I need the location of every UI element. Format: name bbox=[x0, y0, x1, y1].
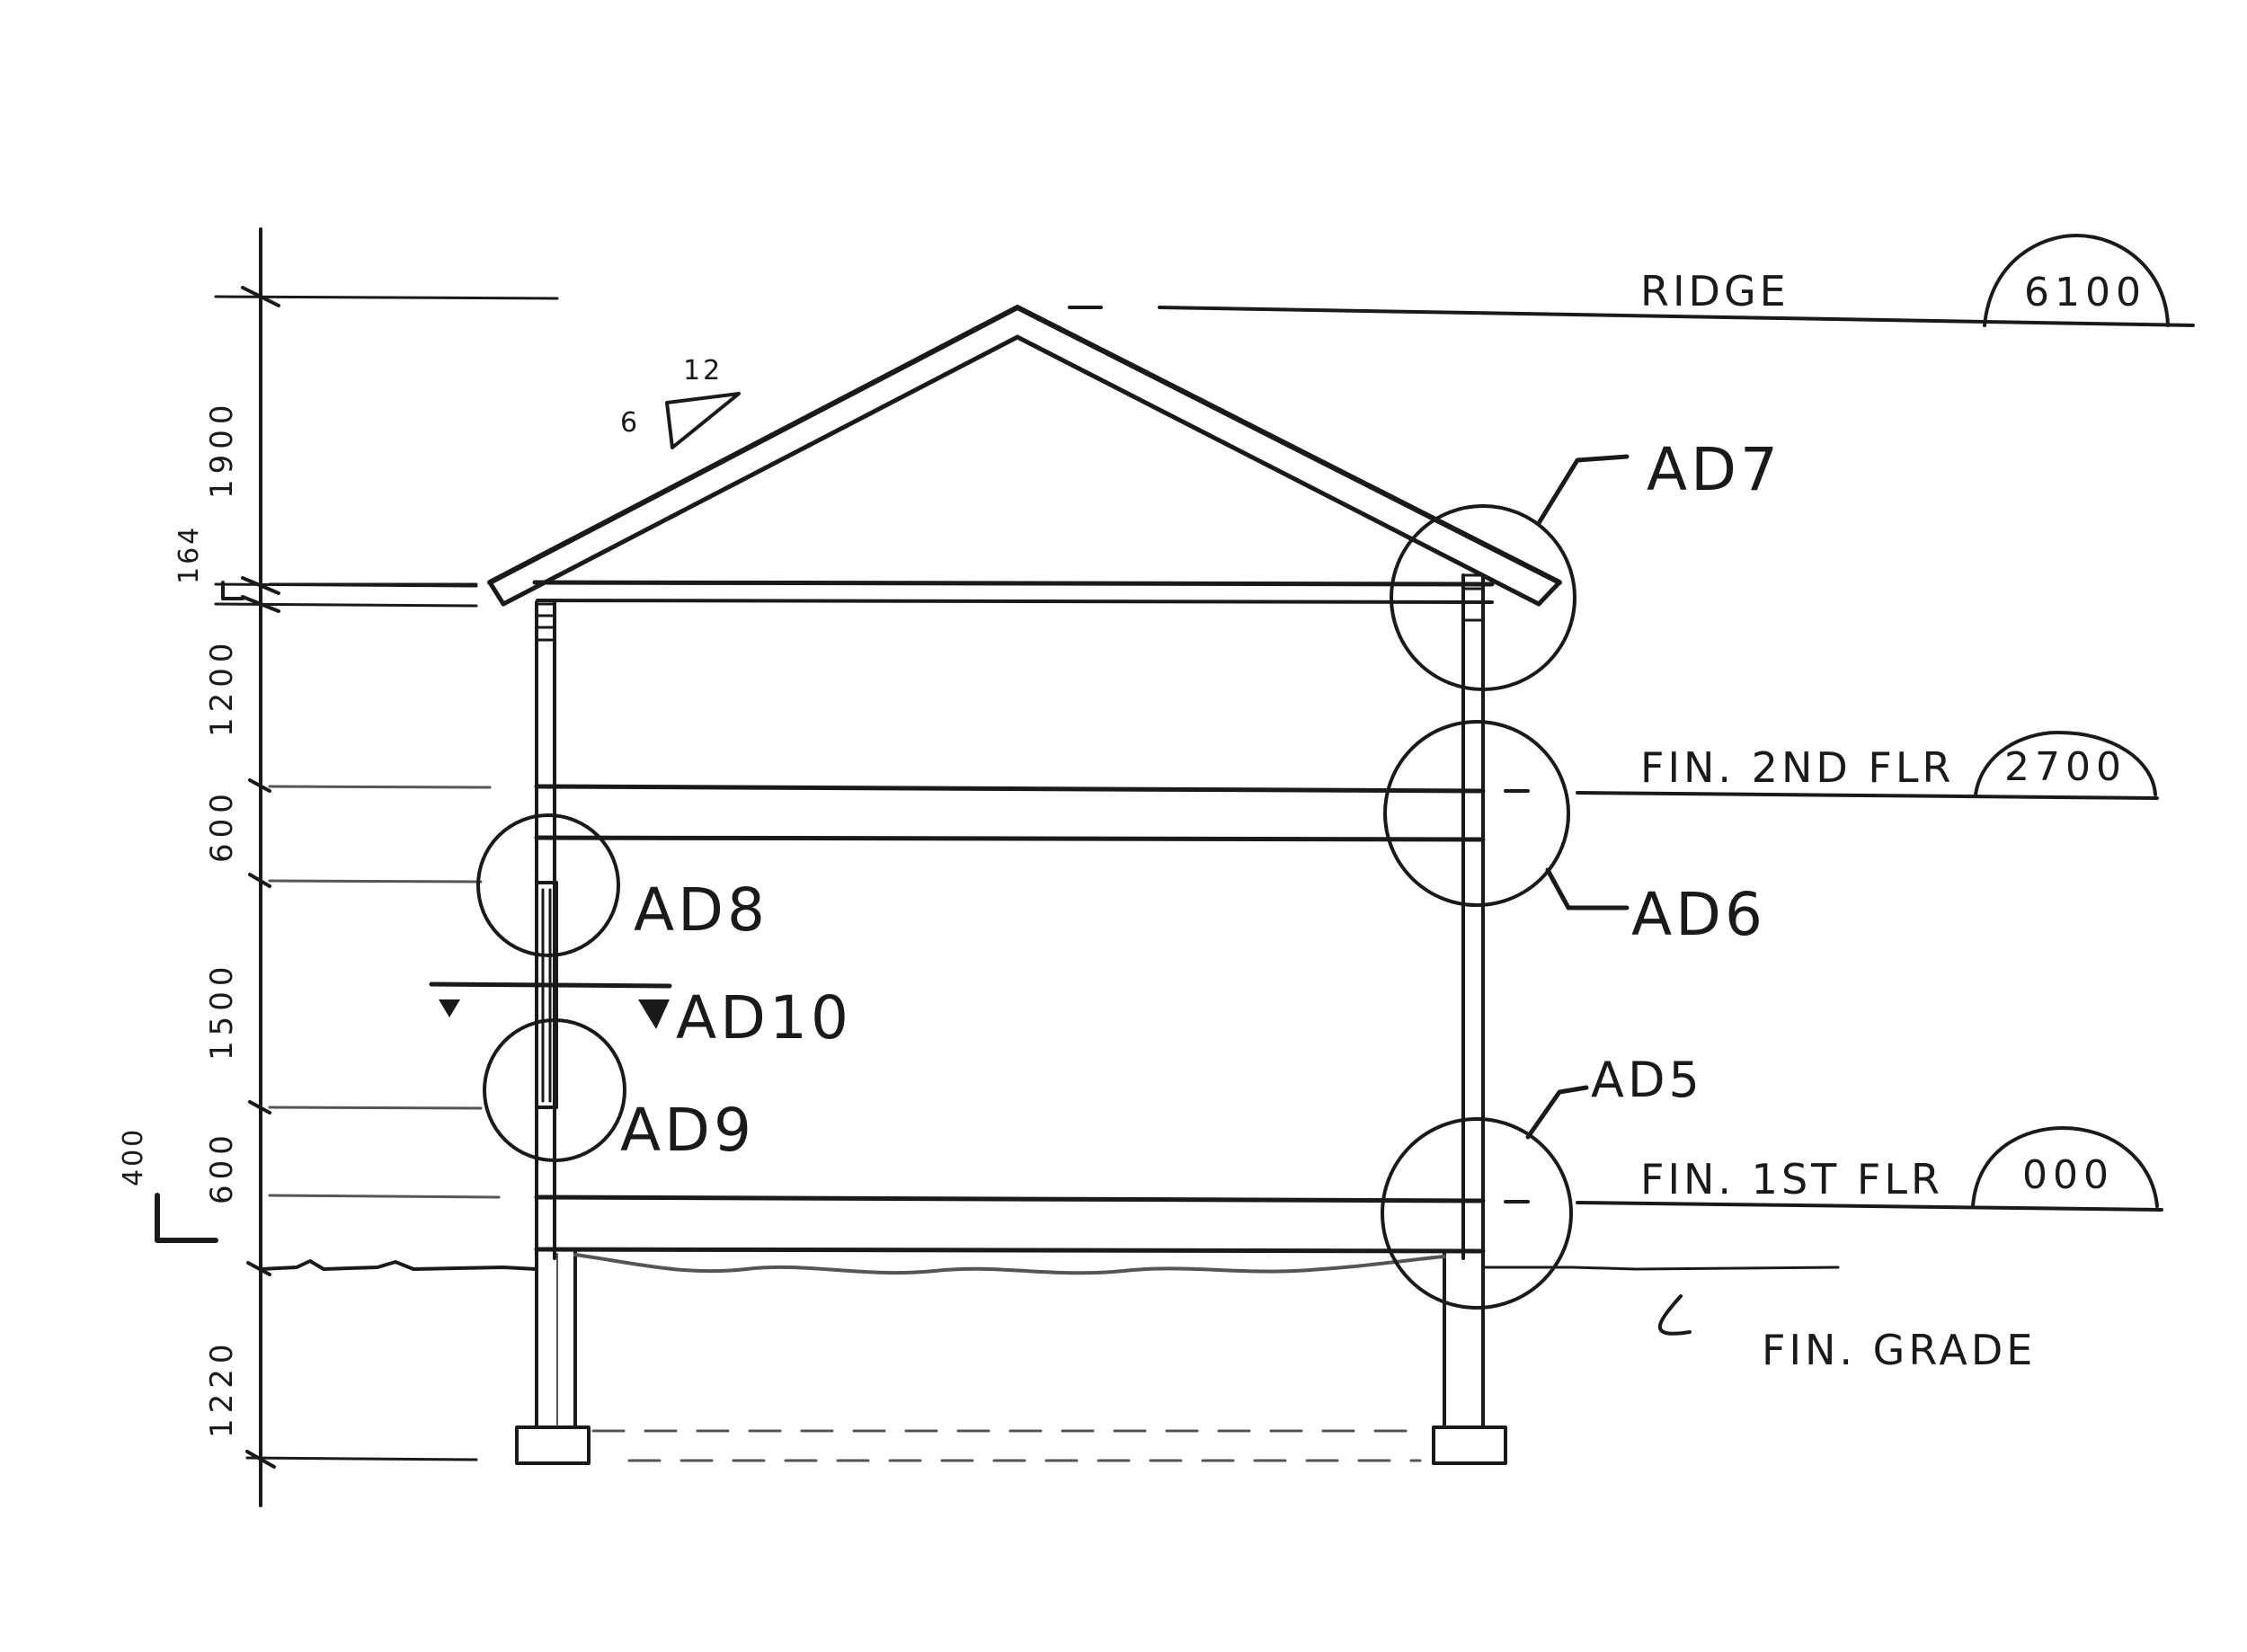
ceiling-joist-top bbox=[532, 580, 1495, 587]
slope-triangle-icon bbox=[665, 392, 741, 449]
ad10-label: AD10 bbox=[676, 983, 852, 1052]
floors bbox=[534, 784, 1486, 1254]
extension-line-second-floor bbox=[268, 785, 492, 789]
grade-line-left bbox=[259, 1259, 538, 1271]
dim-1220: 1220 bbox=[204, 1338, 240, 1438]
tick bbox=[248, 778, 271, 793]
ad10-arrow-right-icon bbox=[638, 999, 670, 1029]
first-floor-elevation-marker bbox=[1971, 1126, 2159, 1208]
grade-leader bbox=[1657, 1294, 1692, 1336]
levels: RIDGE 6100 FIN. 2ND FLR 2700 FIN. 1ST FL… bbox=[1068, 234, 2195, 1212]
tick bbox=[241, 286, 280, 307]
ad7-circle bbox=[1390, 504, 1576, 691]
fascia-left bbox=[487, 580, 506, 607]
extension-line-eave bbox=[214, 602, 478, 608]
dim-600-lower: 600 bbox=[204, 1130, 240, 1204]
foundation bbox=[515, 1249, 1507, 1465]
leader-400 bbox=[155, 1193, 218, 1243]
detail-callouts: AD7 AD6 AD5 AD8 AD9 AD10 bbox=[429, 435, 1781, 1310]
dim-1200: 1200 bbox=[204, 637, 240, 737]
grade-line-right bbox=[1481, 1266, 1840, 1271]
ad6-label: AD6 bbox=[1631, 880, 1766, 949]
ridge-elevation: 6100 bbox=[2024, 270, 2146, 315]
ad6-leader bbox=[1545, 867, 1630, 910]
first-floor-top bbox=[534, 1195, 1486, 1203]
second-floor-elevation-marker bbox=[1974, 731, 2157, 796]
ad10-arrow-left-icon bbox=[439, 999, 460, 1017]
leader-164 bbox=[221, 581, 244, 600]
right-top-plates bbox=[1461, 573, 1485, 622]
tick bbox=[246, 1261, 271, 1276]
dim-1500: 1500 bbox=[204, 961, 240, 1061]
ceiling-joist-bottom bbox=[536, 599, 1494, 604]
extension-line-sill bbox=[268, 1106, 483, 1110]
extension-line-ridge bbox=[214, 295, 559, 300]
roof: 12 6 bbox=[268, 305, 1562, 607]
second-floor-top bbox=[534, 784, 1486, 794]
right-footing bbox=[1432, 1426, 1507, 1465]
ridge-level-line bbox=[1158, 306, 2195, 327]
dim-1900: 1900 bbox=[204, 399, 240, 499]
roof-top-line bbox=[487, 305, 1562, 585]
extension-line-head bbox=[268, 879, 483, 884]
tick bbox=[248, 873, 271, 888]
second-floor-bottom bbox=[534, 835, 1486, 842]
second-floor-level-line bbox=[1576, 791, 2159, 800]
grade: FIN. GRADE bbox=[259, 1253, 2036, 1374]
ad5-leader bbox=[1525, 1085, 1589, 1140]
ad5-circle bbox=[1381, 1117, 1573, 1310]
ad9-circle bbox=[483, 1018, 626, 1162]
ad8-label: AD8 bbox=[634, 875, 768, 945]
walls bbox=[535, 573, 1485, 1260]
ad6-circle bbox=[1383, 720, 1570, 907]
dim-400: 400 bbox=[118, 1127, 149, 1186]
dim-164: 164 bbox=[173, 525, 205, 584]
extension-line-footing bbox=[245, 1456, 478, 1461]
dimension-string: 1900 164 1200 600 1500 600 400 1220 bbox=[118, 227, 559, 1507]
ridge-label: RIDGE bbox=[1640, 267, 1790, 315]
dim-600-upper: 600 bbox=[204, 788, 240, 863]
second-floor-elevation: 2700 bbox=[2004, 744, 2127, 790]
tick bbox=[245, 1450, 276, 1469]
slope-rise: 6 bbox=[620, 407, 640, 439]
tick bbox=[248, 1100, 271, 1115]
extension-line-first-floor bbox=[268, 1194, 501, 1199]
fascia-right bbox=[1536, 580, 1562, 607]
first-floor-bottom bbox=[534, 1247, 1486, 1254]
window-frame bbox=[535, 881, 558, 1109]
tick bbox=[241, 576, 280, 595]
ad10-cut-line bbox=[429, 981, 672, 989]
first-floor-elevation: 000 bbox=[2022, 1152, 2114, 1198]
grade-label: FIN. GRADE bbox=[1762, 1326, 2036, 1374]
roof-underside-line bbox=[501, 334, 1541, 607]
grade-line-under bbox=[573, 1253, 1446, 1275]
left-top-plates bbox=[535, 602, 556, 642]
ridge-elevation-marker bbox=[1983, 234, 2170, 327]
ad7-label: AD7 bbox=[1647, 435, 1781, 504]
ad9-label: AD9 bbox=[620, 1096, 755, 1165]
slope-run: 12 bbox=[683, 355, 723, 386]
ad8-circle bbox=[476, 813, 620, 957]
ad7-leader bbox=[1536, 454, 1630, 526]
tick bbox=[241, 595, 280, 613]
ad5-label: AD5 bbox=[1591, 1052, 1703, 1108]
first-floor-level-line bbox=[1576, 1201, 2163, 1212]
second-floor-label: FIN. 2ND FLR bbox=[1640, 743, 1954, 792]
left-footing bbox=[515, 1426, 591, 1465]
first-floor-label: FIN. 1ST FLR bbox=[1640, 1155, 1943, 1203]
